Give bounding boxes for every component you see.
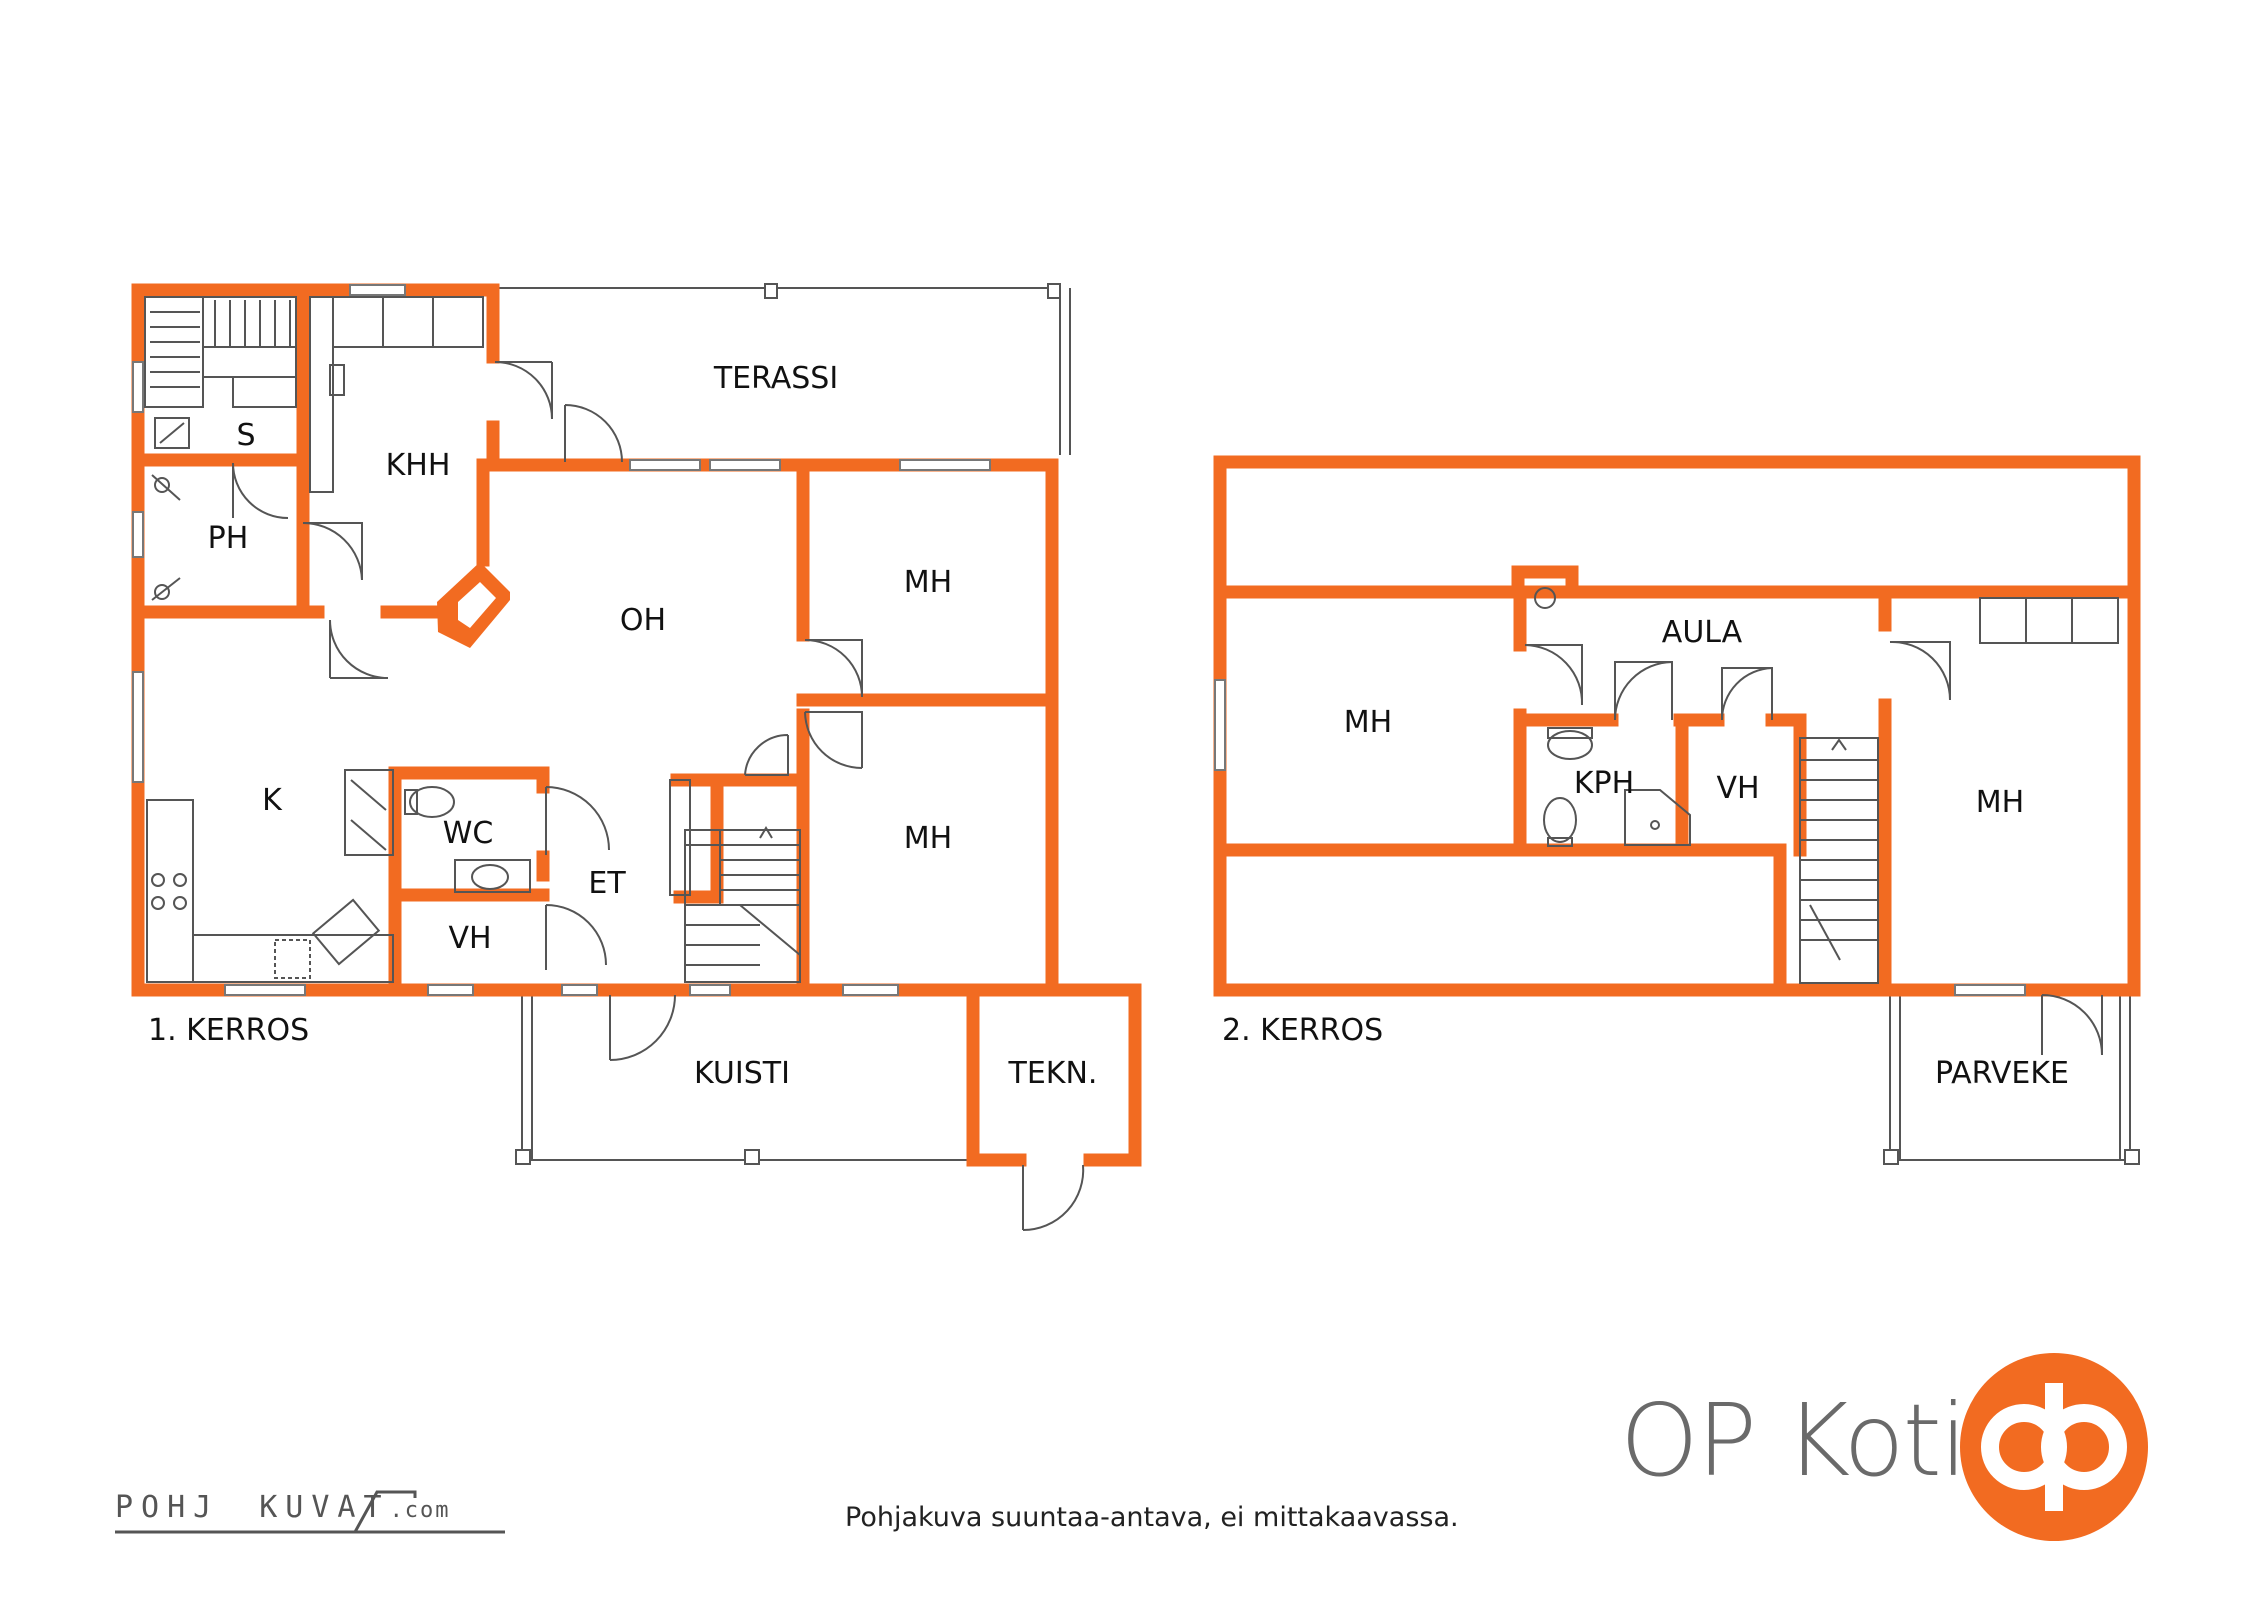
room-label-vh-1: VH	[448, 921, 491, 956]
porch-outline	[515, 995, 967, 1165]
doors-floor-1	[232, 361, 1085, 1232]
sauna-benches	[144, 296, 297, 449]
room-label-oh: OH	[620, 603, 666, 638]
room-label-aula: AULA	[1662, 615, 1743, 650]
watermark-left: POHJ	[115, 1490, 220, 1525]
room-label-ph: PH	[208, 521, 249, 556]
floor-1-plan	[131, 283, 1142, 1232]
room-label-vh-2: VH	[1716, 771, 1759, 806]
op-logo-icon	[1960, 1353, 2148, 1541]
wardrobe-units	[1979, 597, 2119, 644]
room-label-mh-2: MH	[904, 821, 952, 856]
shower-fixtures	[151, 474, 181, 601]
room-labels: TERASSI S KHH PH OH MH MH K WC ET VH KUI…	[148, 361, 2069, 1091]
room-label-kuisti: KUISTI	[694, 1056, 790, 1091]
disclaimer-text: Pohjakuva suuntaa-antava, ei mittakaavas…	[845, 1502, 1459, 1533]
bathroom-fixtures-floor-2	[1534, 587, 1691, 847]
stairs-floor-1	[669, 779, 801, 983]
room-label-khh: KHH	[386, 448, 451, 483]
watermark-underline	[115, 1490, 505, 1534]
room-label-parveke: PARVEKE	[1935, 1056, 2069, 1091]
room-label-et: ET	[588, 866, 626, 901]
watermark-suffix: .com	[389, 1498, 451, 1523]
room-label-kph: KPH	[1574, 766, 1634, 801]
room-label-terassi: TERASSI	[713, 361, 838, 396]
balcony-outline	[1883, 995, 2140, 1165]
doors-floor-2	[1524, 640, 2103, 1056]
floor-label-1: 1. KERROS	[148, 1013, 309, 1048]
room-label-mh-left: MH	[1344, 705, 1392, 740]
room-label-mh-right: MH	[1976, 785, 2024, 820]
wc-fixtures	[404, 786, 531, 893]
terrace-outline	[493, 283, 1071, 455]
room-label-tekn: TEKN.	[1008, 1056, 1098, 1091]
room-label-mh-1: MH	[904, 565, 952, 600]
brand-name: OP Koti	[1620, 1382, 1968, 1499]
room-label-wc: WC	[443, 816, 494, 851]
kitchen-counters	[146, 769, 394, 983]
room-label-k: K	[262, 783, 283, 818]
windows-floor-1	[132, 284, 991, 996]
floor-label-2: 2. KERROS	[1222, 1013, 1383, 1048]
stairs-floor-2	[1799, 737, 1879, 984]
windows-floor-2	[1214, 679, 2026, 996]
utility-counter	[309, 296, 484, 493]
room-label-s: S	[236, 418, 255, 453]
fireplace-symbol	[437, 562, 510, 648]
floor-2-plan	[1213, 455, 2141, 1165]
